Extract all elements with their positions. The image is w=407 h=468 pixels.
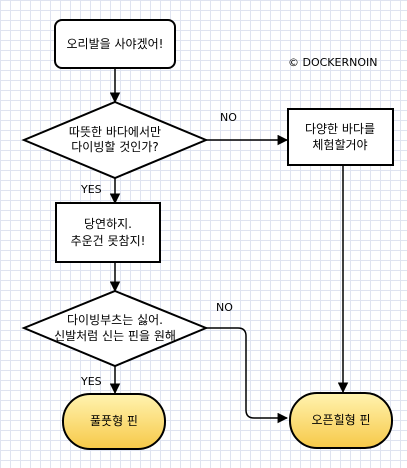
node-end-open-heel-shape	[289, 392, 393, 449]
node-end-open-heel-text: 오픈힐형 핀	[311, 413, 370, 427]
node-end-full-foot-text: 풀풋형 핀	[90, 414, 138, 428]
node-decision2-line2: 신발처럼 신는 핀을 원해	[54, 329, 176, 343]
node-end-open-heel: 오픈힐형 핀	[289, 392, 393, 449]
node-decision2-line1: 다이빙부츠는 싫어.	[67, 313, 163, 327]
node-decision1-shape	[21, 100, 209, 180]
node-end-full-foot: 풀풋형 핀	[62, 393, 166, 450]
node-decision1-line2: 다이빙할 것인가?	[71, 140, 158, 154]
edges	[109, 68, 349, 424]
node-start-text: 오리발을 사야겠어!	[67, 37, 164, 51]
node-decision2-shape	[21, 289, 209, 368]
node-yes-box-line2: 추운건 못참지!	[71, 234, 146, 248]
edge-label-d1-no: NO	[220, 111, 237, 124]
edge-label-d2-no: NO	[216, 301, 233, 314]
node-no-box-line2: 체험할거야	[312, 138, 367, 152]
edge-label-d2-yes: YES	[80, 375, 102, 388]
node-start-shape	[54, 19, 176, 69]
watermark-text: © DOCKERNOIN	[288, 56, 377, 69]
node-decision1: 따뜻한 바다에서만 다이빙할 것인가?	[21, 100, 209, 180]
edge-label-d1-yes: YES	[80, 183, 102, 196]
node-no-box: 다양한 바다를 체험할거야	[287, 108, 394, 166]
node-no-box-line1: 다양한 바다를	[305, 122, 375, 136]
node-decision1-line1: 따뜻한 바다에서만	[69, 125, 161, 139]
node-no-box-shape	[287, 108, 394, 166]
edge-decision2-no	[206, 327, 289, 424]
node-end-full-foot-shape	[62, 393, 166, 450]
node-yes-box-line1: 당연하지.	[84, 217, 132, 231]
node-start: 오리발을 사야겠어!	[54, 19, 176, 69]
node-yes-box-shape	[55, 202, 161, 263]
node-yes-box: 당연하지. 추운건 못참지!	[55, 202, 161, 263]
node-decision2: 다이빙부츠는 싫어. 신발처럼 신는 핀을 원해	[21, 289, 209, 368]
